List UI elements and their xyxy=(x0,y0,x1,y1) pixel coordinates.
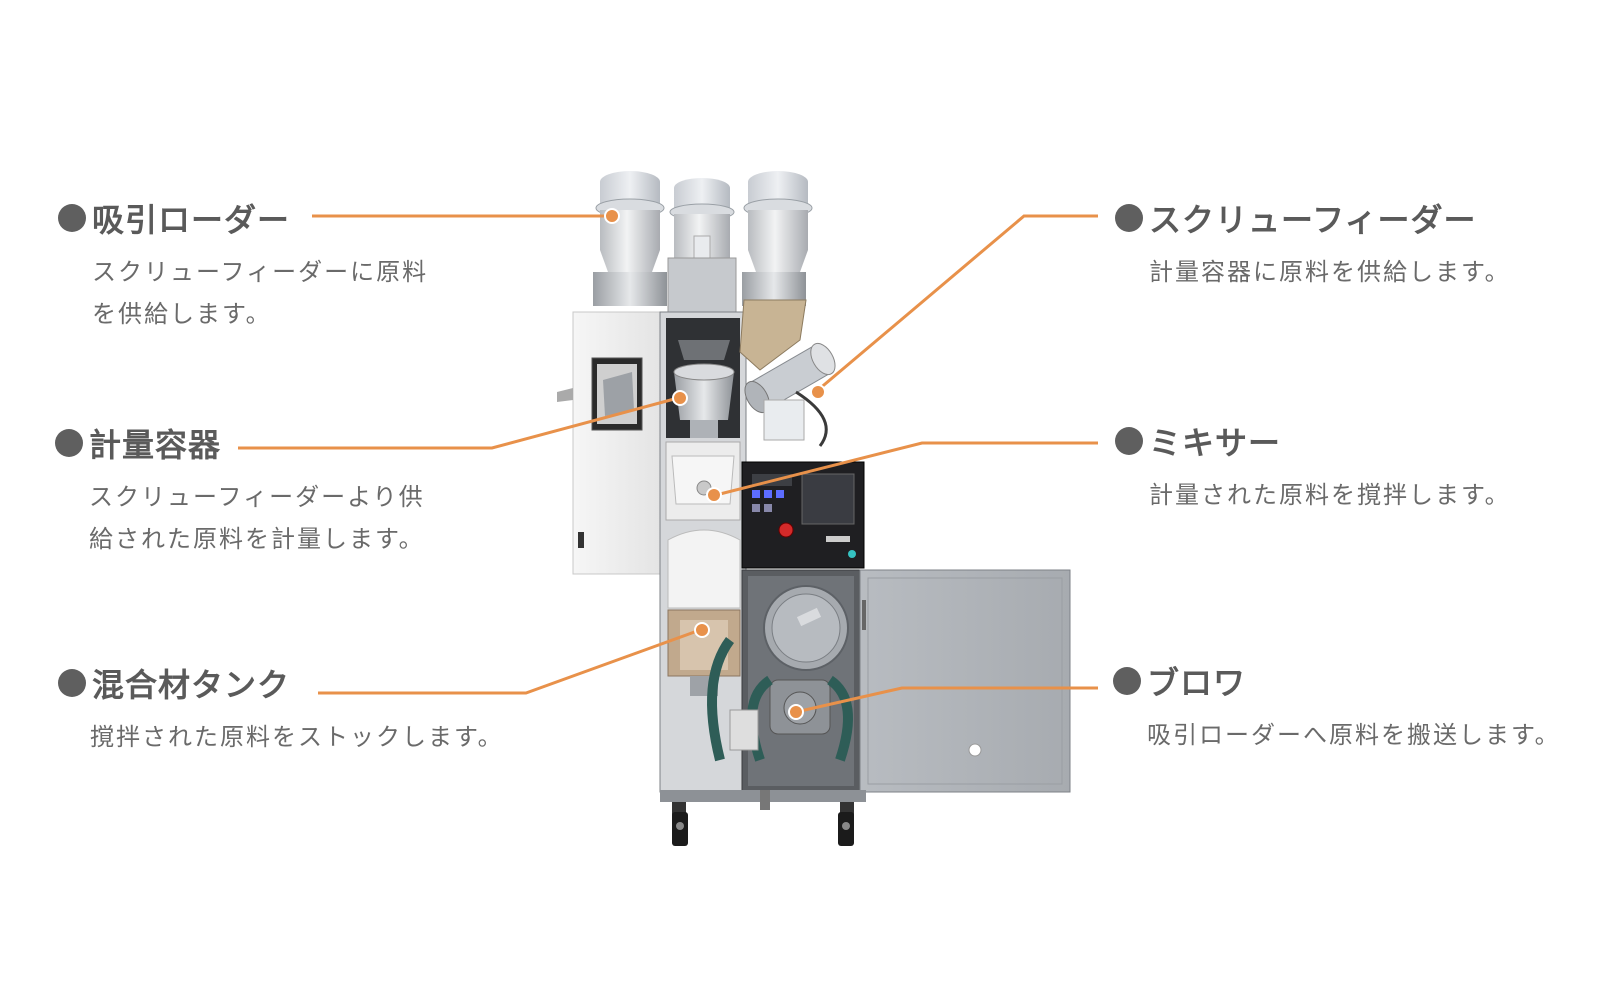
bullet-icon xyxy=(58,669,86,697)
callout-suction-loader: 吸引ローダー スクリューフィーダーに原料 を供給します。 xyxy=(58,195,428,335)
bullet-icon xyxy=(1113,667,1141,695)
callout-screw-feeder: スクリューフィーダー 計量容器に原料を供給します。 xyxy=(1115,195,1511,293)
callout-description: スクリューフィーダーに原料 を供給します。 xyxy=(92,251,428,335)
leader-screw-feeder xyxy=(817,214,1098,392)
description-line: 計量容器に原料を供給します。 xyxy=(1149,258,1511,286)
leader-mix-tank-dot xyxy=(694,622,710,638)
leader-weighing-bin-dot xyxy=(672,390,688,406)
callout-title: 吸引ローダー xyxy=(58,195,428,241)
leader-mixer xyxy=(715,441,1098,497)
screw-feeder xyxy=(739,299,836,447)
leader-suction-loader-dot xyxy=(604,208,620,224)
base-wheels xyxy=(660,790,866,846)
bullet-icon xyxy=(55,429,83,457)
callout-description: 計量容器に原料を供給します。 xyxy=(1149,251,1511,293)
right-open-door xyxy=(859,569,1071,793)
leader-blower-dot xyxy=(788,704,804,720)
bullet-icon xyxy=(58,204,86,232)
description-line: スクリューフィーダーより供 xyxy=(89,483,425,511)
description-line: を供給します。 xyxy=(92,300,272,328)
callout-title: ミキサー xyxy=(1115,418,1511,464)
callout-weighing-bin: 計量容器 スクリューフィーダーより供 給された原料を計量します。 xyxy=(55,420,425,560)
callout-title: 計量容器 xyxy=(55,420,425,466)
title-text: ブロワ xyxy=(1147,664,1247,702)
callout-description: スクリューフィーダーより供 給された原料を計量します。 xyxy=(89,476,425,560)
control-panel xyxy=(741,461,865,569)
leader-weighing-bin xyxy=(238,396,679,450)
callout-mixer: ミキサー 計量された原料を撹拌します。 xyxy=(1115,418,1511,516)
title-text: ミキサー xyxy=(1149,424,1282,462)
bullet-icon xyxy=(1115,427,1143,455)
description-line: 吸引ローダーへ原料を搬送します。 xyxy=(1147,721,1561,749)
leader-mixer-dot xyxy=(706,487,722,503)
leader-lines xyxy=(238,208,1098,720)
left-open-door xyxy=(557,311,662,575)
description-line: 計量された原料を撹拌します。 xyxy=(1149,481,1511,509)
title-text: スクリューフィーダー xyxy=(1149,201,1477,239)
description-line: 撹拌された原料をストックします。 xyxy=(90,723,504,751)
title-text: 吸引ローダー xyxy=(92,201,291,239)
callout-description: 計量された原料を撹拌します。 xyxy=(1149,474,1511,516)
callout-blower: ブロワ 吸引ローダーへ原料を搬送します。 xyxy=(1113,658,1561,756)
callout-description: 吸引ローダーへ原料を搬送します。 xyxy=(1147,714,1561,756)
title-text: 混合材タンク xyxy=(92,666,291,704)
suction-loaders xyxy=(593,171,813,306)
callout-title: ブロワ xyxy=(1113,658,1561,704)
description-line: スクリューフィーダーに原料 xyxy=(92,258,429,286)
title-text: 計量容器 xyxy=(89,426,222,464)
callout-description: 撹拌された原料をストックします。 xyxy=(90,716,504,758)
callout-mix-tank: 混合材タンク 撹拌された原料をストックします。 xyxy=(58,660,504,758)
bullet-icon xyxy=(1115,204,1143,232)
leader-mix-tank xyxy=(318,628,701,695)
central-column xyxy=(659,257,747,793)
callout-title: 混合材タンク xyxy=(58,660,504,706)
description-line: 給された原料を計量します。 xyxy=(89,525,425,553)
leader-screw-feeder-dot xyxy=(810,384,826,400)
leader-blower xyxy=(795,686,1098,714)
callout-title: スクリューフィーダー xyxy=(1115,195,1511,241)
